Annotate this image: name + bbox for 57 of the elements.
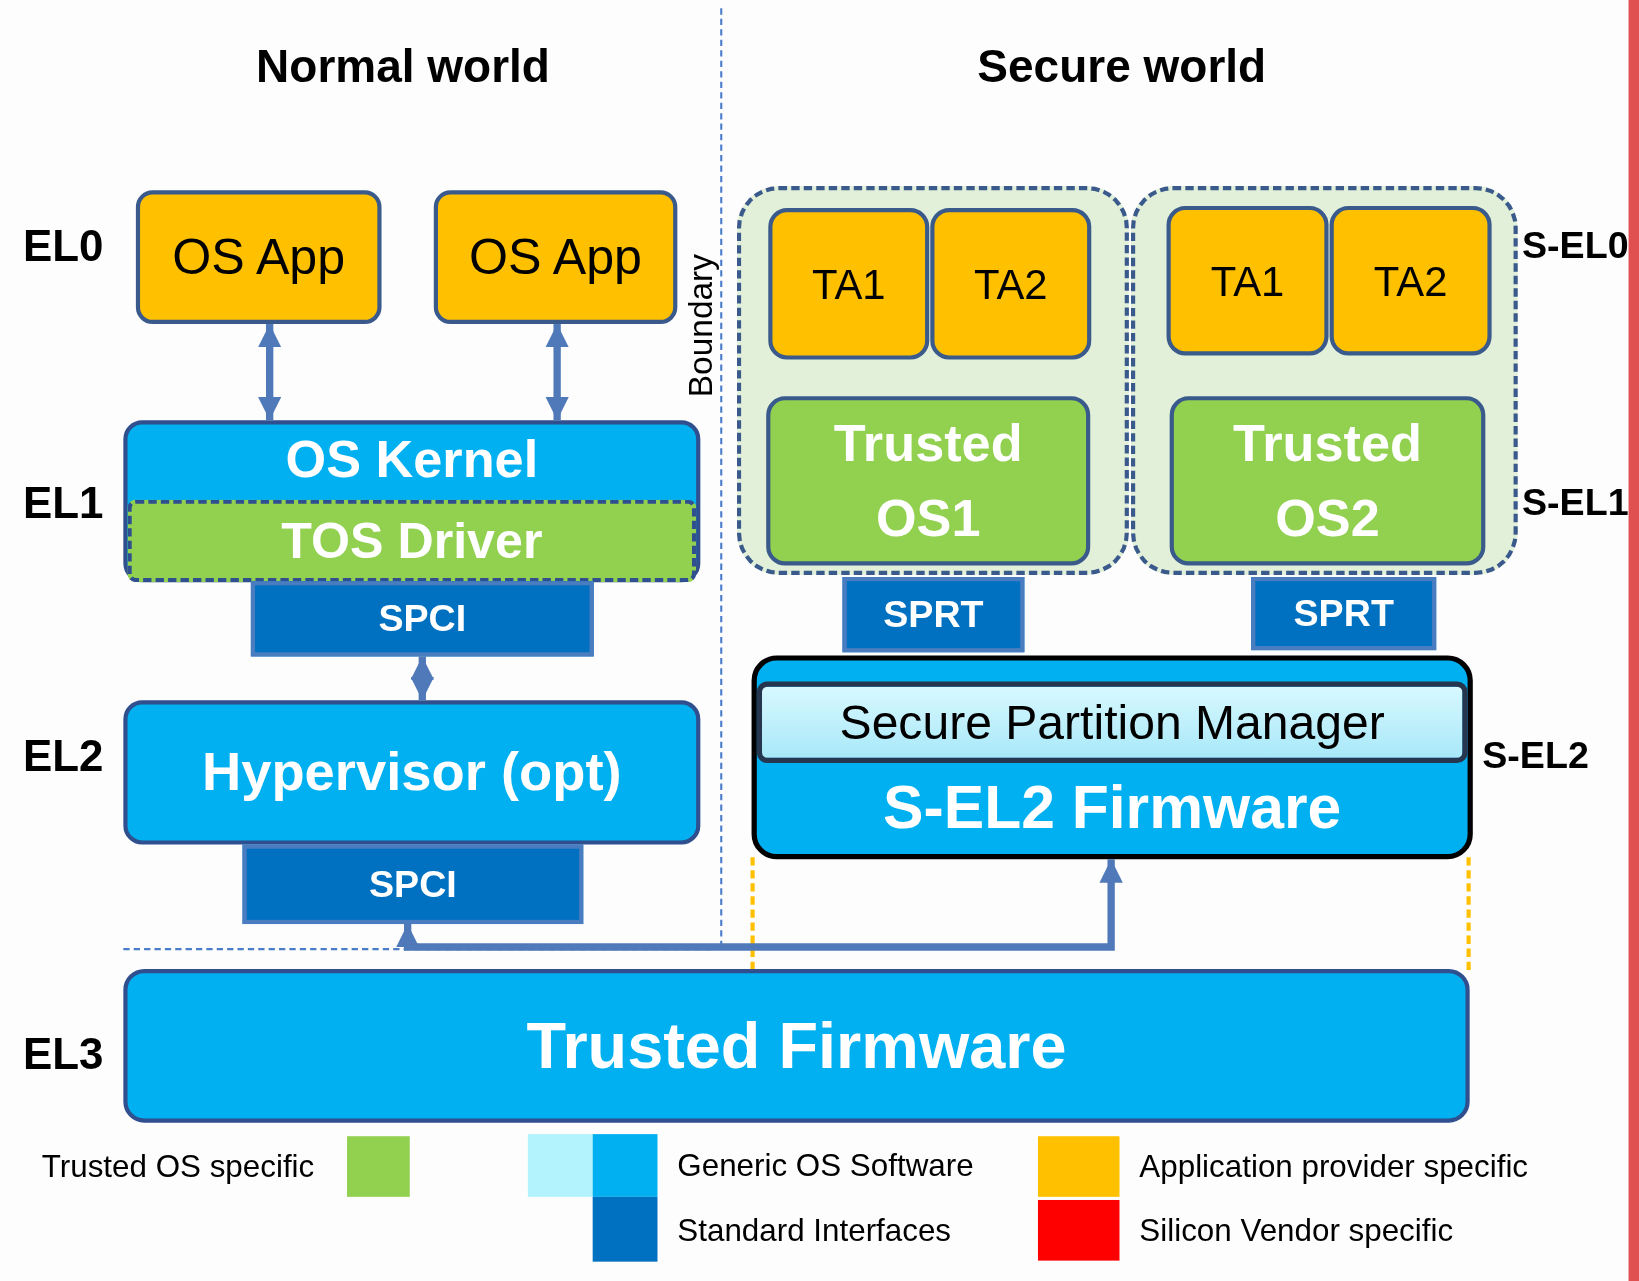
- level-label: EL3: [23, 1029, 104, 1080]
- node-label: TOS Driver: [280, 512, 544, 570]
- legend-label: Silicon Vendor specific: [1139, 1212, 1454, 1249]
- node-label: OS App: [171, 228, 347, 286]
- level-label: S-EL0: [1521, 223, 1629, 268]
- section-heading: Secure world: [977, 39, 1267, 92]
- legend-label: Trusted OS specific: [41, 1148, 315, 1185]
- ta-box: [930, 208, 1092, 360]
- level-label: S-EL1: [1521, 480, 1629, 525]
- section-heading: Normal world: [256, 39, 550, 92]
- ta-box: [1329, 205, 1492, 356]
- interface-box: [842, 577, 1025, 653]
- kernel-box: [123, 420, 701, 583]
- hypervisor-box: [123, 700, 701, 845]
- ta-box: [768, 208, 930, 360]
- app-box: [433, 190, 678, 325]
- firmware-box: [751, 655, 1473, 860]
- node-label: Secure Partition Manager: [838, 694, 1386, 750]
- node-label: SPCI: [367, 862, 458, 906]
- node-label: TA1: [1209, 256, 1286, 305]
- node-label: SPRT: [1292, 591, 1395, 636]
- level-label: EL2: [23, 731, 104, 782]
- interface-box: [1251, 577, 1437, 651]
- node-label: S-EL2 Firmware: [882, 772, 1343, 843]
- level-label: EL0: [23, 221, 104, 272]
- node-label: TA2: [1372, 256, 1449, 305]
- double-arrow: [258, 324, 282, 421]
- node-label: Trusted OS2: [1232, 412, 1423, 550]
- trusted-os-box: [1169, 396, 1486, 566]
- legend-label: Standard Interfaces: [677, 1212, 952, 1249]
- trusted-os-box: [766, 396, 1091, 566]
- boundary-label: Boundary: [681, 254, 721, 398]
- firmware-box: [123, 969, 1470, 1123]
- double-arrow: [395, 859, 1123, 951]
- partition-group: [736, 186, 1129, 575]
- driver-box: [127, 499, 697, 583]
- node-label: OS App: [468, 228, 644, 286]
- manager-box: [756, 681, 1468, 764]
- level-label: S-EL2: [1482, 733, 1589, 778]
- interface-box: [242, 844, 584, 925]
- node-label: Trusted Firmware: [525, 1008, 1068, 1084]
- node-label: TA1: [810, 259, 887, 308]
- legend-label: Application provider specific: [1139, 1148, 1529, 1185]
- node-label: OS Kernel: [284, 429, 540, 490]
- partition-group: [1131, 186, 1518, 575]
- double-arrow: [410, 656, 434, 701]
- interface-box: [250, 581, 594, 657]
- ta-box: [1166, 205, 1329, 356]
- legend-label: Generic OS Software: [677, 1147, 974, 1184]
- node-label: SPRT: [882, 593, 985, 637]
- double-arrow: [545, 324, 569, 421]
- node-label: SPCI: [377, 597, 468, 641]
- node-label: Trusted OS1: [832, 412, 1024, 550]
- node-label: Hypervisor (opt): [200, 741, 623, 804]
- level-label: EL1: [23, 478, 104, 529]
- node-label: TA2: [973, 259, 1049, 308]
- app-box: [135, 190, 382, 325]
